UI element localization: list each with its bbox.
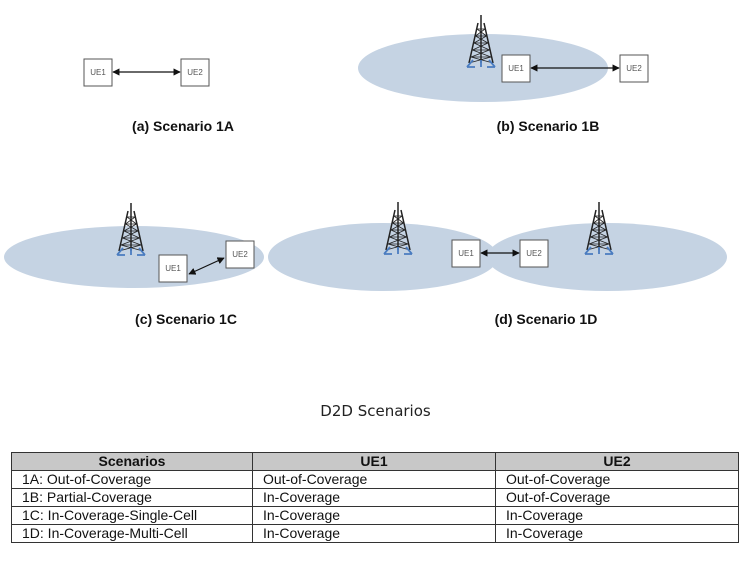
cell-ue2: Out-of-Coverage bbox=[495, 488, 739, 507]
scenario-1b: UE1 UE2 (b) Scenario 1B bbox=[358, 14, 649, 134]
ue1-label: UE1 bbox=[458, 249, 474, 258]
table-row: 1B: Partial-Coverage In-Coverage Out-of-… bbox=[11, 488, 739, 507]
ue2-node: UE2 bbox=[180, 58, 210, 87]
cell-ue2: Out-of-Coverage bbox=[495, 470, 739, 489]
coverage-area bbox=[358, 34, 608, 102]
table-row: 1A: Out-of-Coverage Out-of-Coverage Out-… bbox=[11, 470, 739, 489]
header-ue2: UE2 bbox=[495, 452, 739, 471]
caption-scenario-1b: (b) Scenario 1B bbox=[497, 118, 600, 134]
cell-scenario: 1B: Partial-Coverage bbox=[11, 488, 253, 507]
header-scenarios: Scenarios bbox=[11, 452, 253, 471]
scenario-1a: UE1 UE2 (a) Scenario 1A bbox=[83, 58, 234, 134]
ue1-node: UE1 bbox=[83, 58, 113, 87]
ue1-label: UE1 bbox=[90, 68, 106, 77]
ue1-label: UE1 bbox=[508, 64, 524, 73]
caption-scenario-1d: (d) Scenario 1D bbox=[495, 311, 598, 327]
scenario-1d: UE1 UE2 (d) Scenario 1D bbox=[268, 201, 727, 327]
cell-ue2: In-Coverage bbox=[495, 524, 739, 543]
ue1-node: UE1 bbox=[501, 54, 531, 83]
ue2-node: UE2 bbox=[519, 239, 549, 268]
cell-ue1: In-Coverage bbox=[252, 488, 496, 507]
cell-scenario: 1C: In-Coverage-Single-Cell bbox=[11, 506, 253, 525]
ue2-label: UE2 bbox=[187, 68, 203, 77]
ue2-node: UE2 bbox=[619, 54, 649, 83]
ue1-label: UE1 bbox=[165, 264, 181, 273]
cell-ue1: In-Coverage bbox=[252, 506, 496, 525]
cell-ue1: Out-of-Coverage bbox=[252, 470, 496, 489]
diagram-title: D2D Scenarios bbox=[320, 402, 431, 420]
coverage-area-left bbox=[268, 223, 498, 291]
ue2-label: UE2 bbox=[526, 249, 542, 258]
table-header-row: Scenarios UE1 UE2 bbox=[11, 452, 739, 471]
scenario-table: Scenarios UE1 UE2 1A: Out-of-Coverage Ou… bbox=[11, 452, 739, 543]
d2d-link bbox=[188, 257, 225, 275]
cell-ue1: In-Coverage bbox=[252, 524, 496, 543]
caption-scenario-1a: (a) Scenario 1A bbox=[132, 118, 234, 134]
ue2-label: UE2 bbox=[626, 64, 642, 73]
scenario-1c: UE1 UE2 (c) Scenario 1C bbox=[4, 202, 264, 327]
header-ue1: UE1 bbox=[252, 452, 496, 471]
table-row: 1C: In-Coverage-Single-Cell In-Coverage … bbox=[11, 506, 739, 525]
cell-ue2: In-Coverage bbox=[495, 506, 739, 525]
caption-scenario-1c: (c) Scenario 1C bbox=[135, 311, 237, 327]
ue1-node: UE1 bbox=[451, 239, 481, 268]
cell-scenario: 1A: Out-of-Coverage bbox=[11, 470, 253, 489]
ue2-node: UE2 bbox=[225, 240, 255, 269]
table-row: 1D: In-Coverage-Multi-Cell In-Coverage I… bbox=[11, 524, 739, 543]
ue1-node: UE1 bbox=[158, 254, 188, 283]
ue2-label: UE2 bbox=[232, 250, 248, 259]
cell-scenario: 1D: In-Coverage-Multi-Cell bbox=[11, 524, 253, 543]
